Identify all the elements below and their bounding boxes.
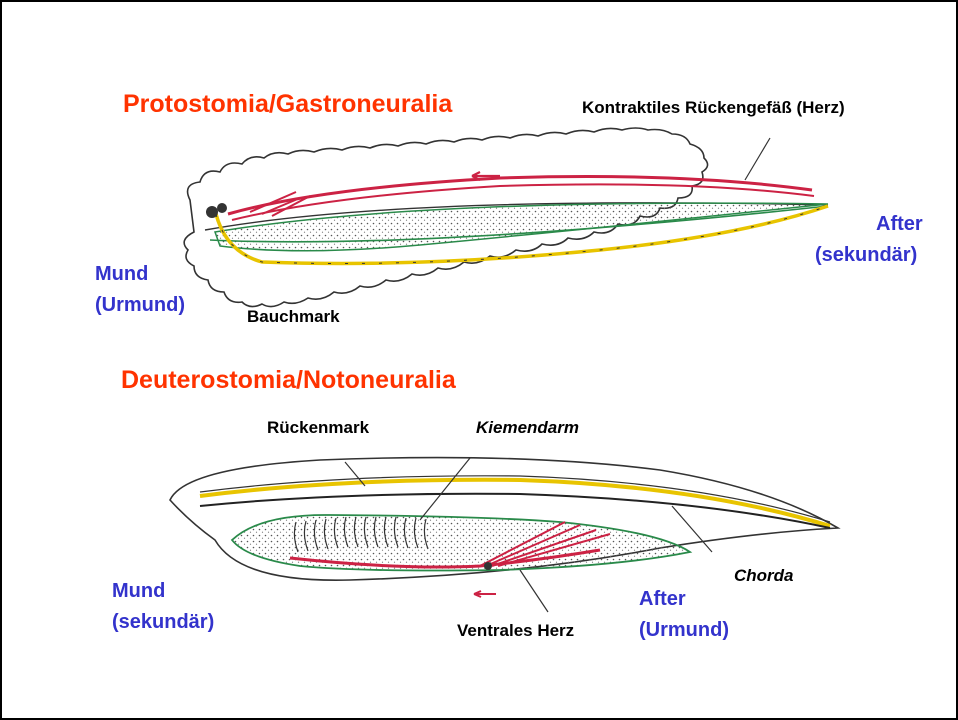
anus-urmund-label-2: (Urmund) — [639, 619, 729, 642]
anus-secondary-label-1: After — [876, 213, 923, 236]
gill-gut-label: Kiemendarm — [476, 418, 579, 438]
spinal-cord-label: Rückenmark — [267, 418, 369, 438]
deuterostomia-title: Deuterostomia/Notoneuralia — [121, 366, 456, 395]
mouth-urmund-label-2: (Urmund) — [95, 294, 185, 317]
mouth-secondary-label-2: (sekundär) — [112, 611, 214, 634]
ventral-heart-label: Ventrales Herz — [457, 621, 574, 641]
ventral-nerve-label: Bauchmark — [247, 307, 340, 327]
anus-urmund-label-1: After — [639, 588, 686, 611]
mouth-urmund-label-1: Mund — [95, 263, 148, 286]
deuterostome-drawing — [170, 458, 838, 612]
chorda-label: Chorda — [734, 566, 794, 586]
dorsal-heart-label: Kontraktiles Rückengefäß (Herz) — [582, 98, 845, 118]
protostomia-title: Protostomia/Gastroneuralia — [123, 90, 452, 119]
mouth-secondary-label-1: Mund — [112, 580, 165, 603]
protostome-worm-drawing — [184, 128, 828, 307]
anus-secondary-label-2: (sekundär) — [815, 244, 917, 267]
